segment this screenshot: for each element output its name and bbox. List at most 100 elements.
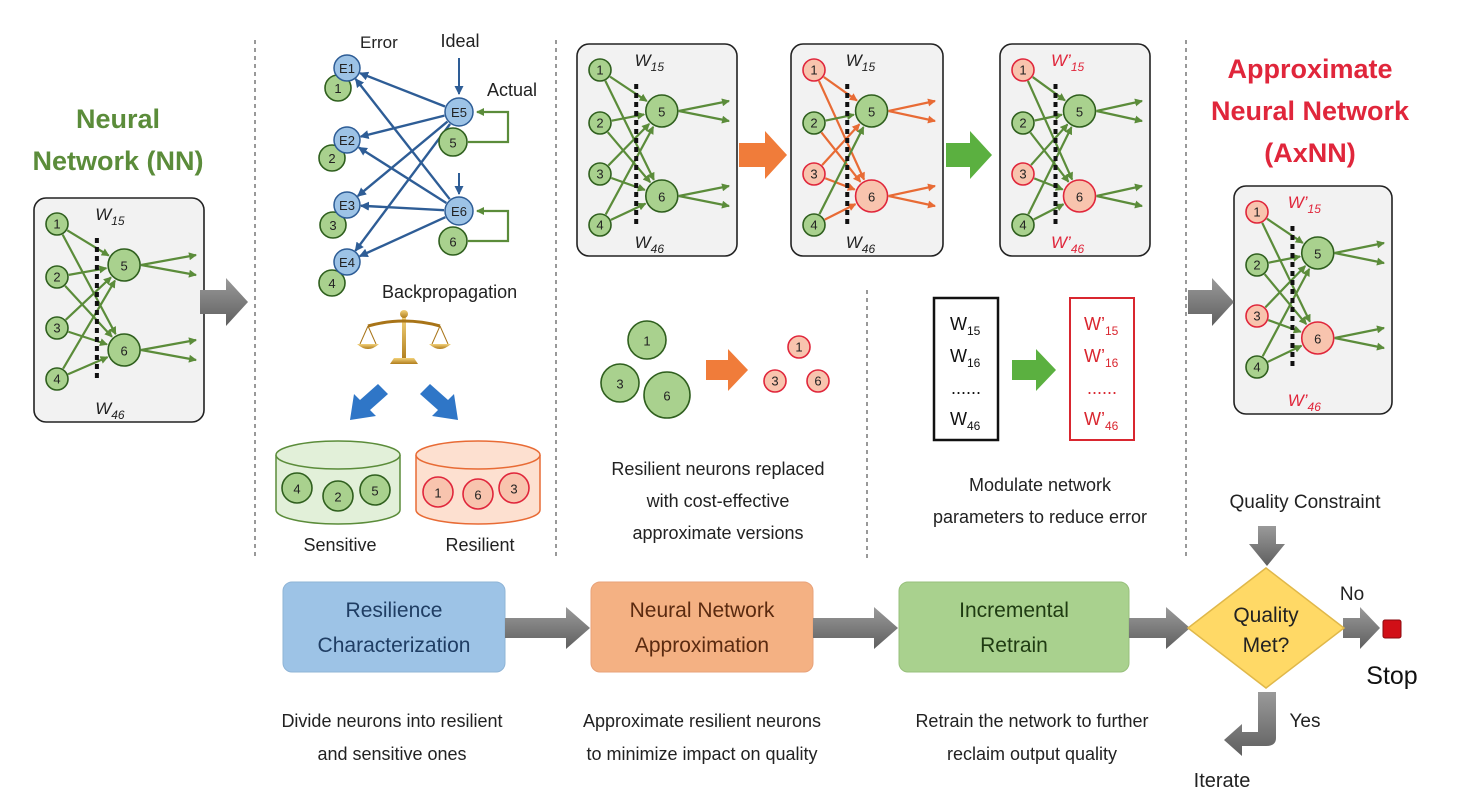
output-arrow [140,348,197,363]
output-neuron-6 [854,179,889,213]
input-neuron-1 [1245,200,1269,224]
synapse [1261,268,1311,357]
error-node-E5 [444,97,474,127]
input-neuron-1-label: 1 [53,217,60,232]
error-node-label: E5 [451,105,467,120]
step-1-line-1: Resilience [346,599,443,622]
synapse [1032,76,1066,102]
synapse [66,229,110,257]
panel-frame [576,43,738,257]
title-nn-line-1: Neural [76,104,160,134]
input-neuron-3-label: 3 [1253,309,1260,324]
output-arrow [140,337,197,352]
input-neuron-3 [588,162,612,186]
synapse [604,125,655,215]
stop-icon [1382,619,1402,639]
output-neuron-6-label: 6 [120,343,127,358]
synapse [1027,126,1073,215]
bp-neuron-3 [319,211,347,239]
input-neuron-3-label: 3 [1019,167,1026,182]
synapse [609,75,648,102]
synapse [611,111,646,122]
iterate-label: Iterate [1194,770,1251,792]
input-neuron-4-label: 4 [1019,218,1026,233]
step-1-desc-line-1: Divide neurons into resilient [281,711,502,731]
error-node-label: E1 [339,61,355,76]
stop-label: Stop [1366,662,1417,690]
synapse [61,234,117,335]
synapse [1033,177,1064,191]
big-neuron-6-label: 6 [663,388,670,403]
synapse [604,80,655,181]
input-neuron-4-label: 4 [810,218,817,233]
step-incremental-retrain: Incremental Retrain [898,581,1130,673]
weight-before-2: ...... [951,378,981,398]
output-neuron-5-label: 5 [1314,246,1321,261]
small-neuron-3-label: 3 [771,374,778,389]
flow-arrow-nn-to-process [200,278,248,326]
title-axnn: Approximate Neural Network (AxNN) [1211,54,1410,168]
synapse [1264,265,1307,309]
output-neuron-5-label: 5 [120,258,127,273]
big-neuron-6 [643,371,691,419]
input-neuron-1-label: 1 [1253,205,1260,220]
bp-neuron-2 [318,144,346,172]
synapse [821,123,861,166]
output-neuron-5 [1300,236,1335,270]
synapse [820,131,862,183]
section-dividers [254,40,1187,560]
step-2-line-2: Approximation [635,634,769,657]
output-neuron-6-label: 6 [868,189,875,204]
input-neuron-3 [1011,162,1035,186]
output-neuron-6 [107,333,141,367]
output-arrow [1096,109,1143,124]
output-arrow [678,194,730,209]
synapse [68,330,108,347]
resilient-neuron-3 [498,472,530,504]
synapse [1030,123,1069,166]
step-resilience-characterization: Resilience Characterization [282,581,506,673]
green-arrow-modulate [1012,349,1056,391]
replace-caption-line-3: approximate versions [632,523,803,543]
step-1-line-2: Characterization [318,634,471,657]
decision-line-2: Met? [1243,634,1290,657]
decision-no-label: No [1340,584,1364,605]
synapse [823,76,858,102]
input-neuron-4 [1245,355,1269,379]
blue-arrow-sensitive [350,384,388,420]
input-neuron-3 [802,162,826,186]
small-neuron-6-label: 6 [814,374,821,389]
error-edge [354,123,451,252]
input-neuron-3 [45,316,69,340]
output-arrow [1096,183,1143,198]
blue-arrow-resilient [420,384,458,420]
synapse [610,176,646,192]
sensitive-neuron-5-label: 5 [371,483,378,498]
output-neuron-5-label: 5 [1076,104,1083,119]
synapse [1267,344,1303,363]
input-neuron-3-label: 3 [596,167,603,182]
input-neuron-2-label: 2 [596,116,603,131]
error-edge [359,114,445,140]
flow-arrows-bottom [505,526,1380,756]
error-node-label: E3 [339,198,355,213]
error-edge [357,120,449,197]
decision-line-1: Quality [1233,604,1299,627]
input-neuron-2-label: 2 [1253,258,1260,273]
big-neuron-1-label: 1 [643,333,650,348]
output-arrow [1334,240,1385,255]
output-arrow [888,194,936,209]
synapse [825,112,855,122]
title-axnn-line-2: Neural Network [1211,96,1410,126]
actual-feedback [468,207,510,243]
input-neuron-4-label: 4 [596,218,603,233]
output-arrow [888,183,936,198]
weights-box-before [932,296,1000,442]
input-neuron-4-label: 4 [1253,360,1260,375]
